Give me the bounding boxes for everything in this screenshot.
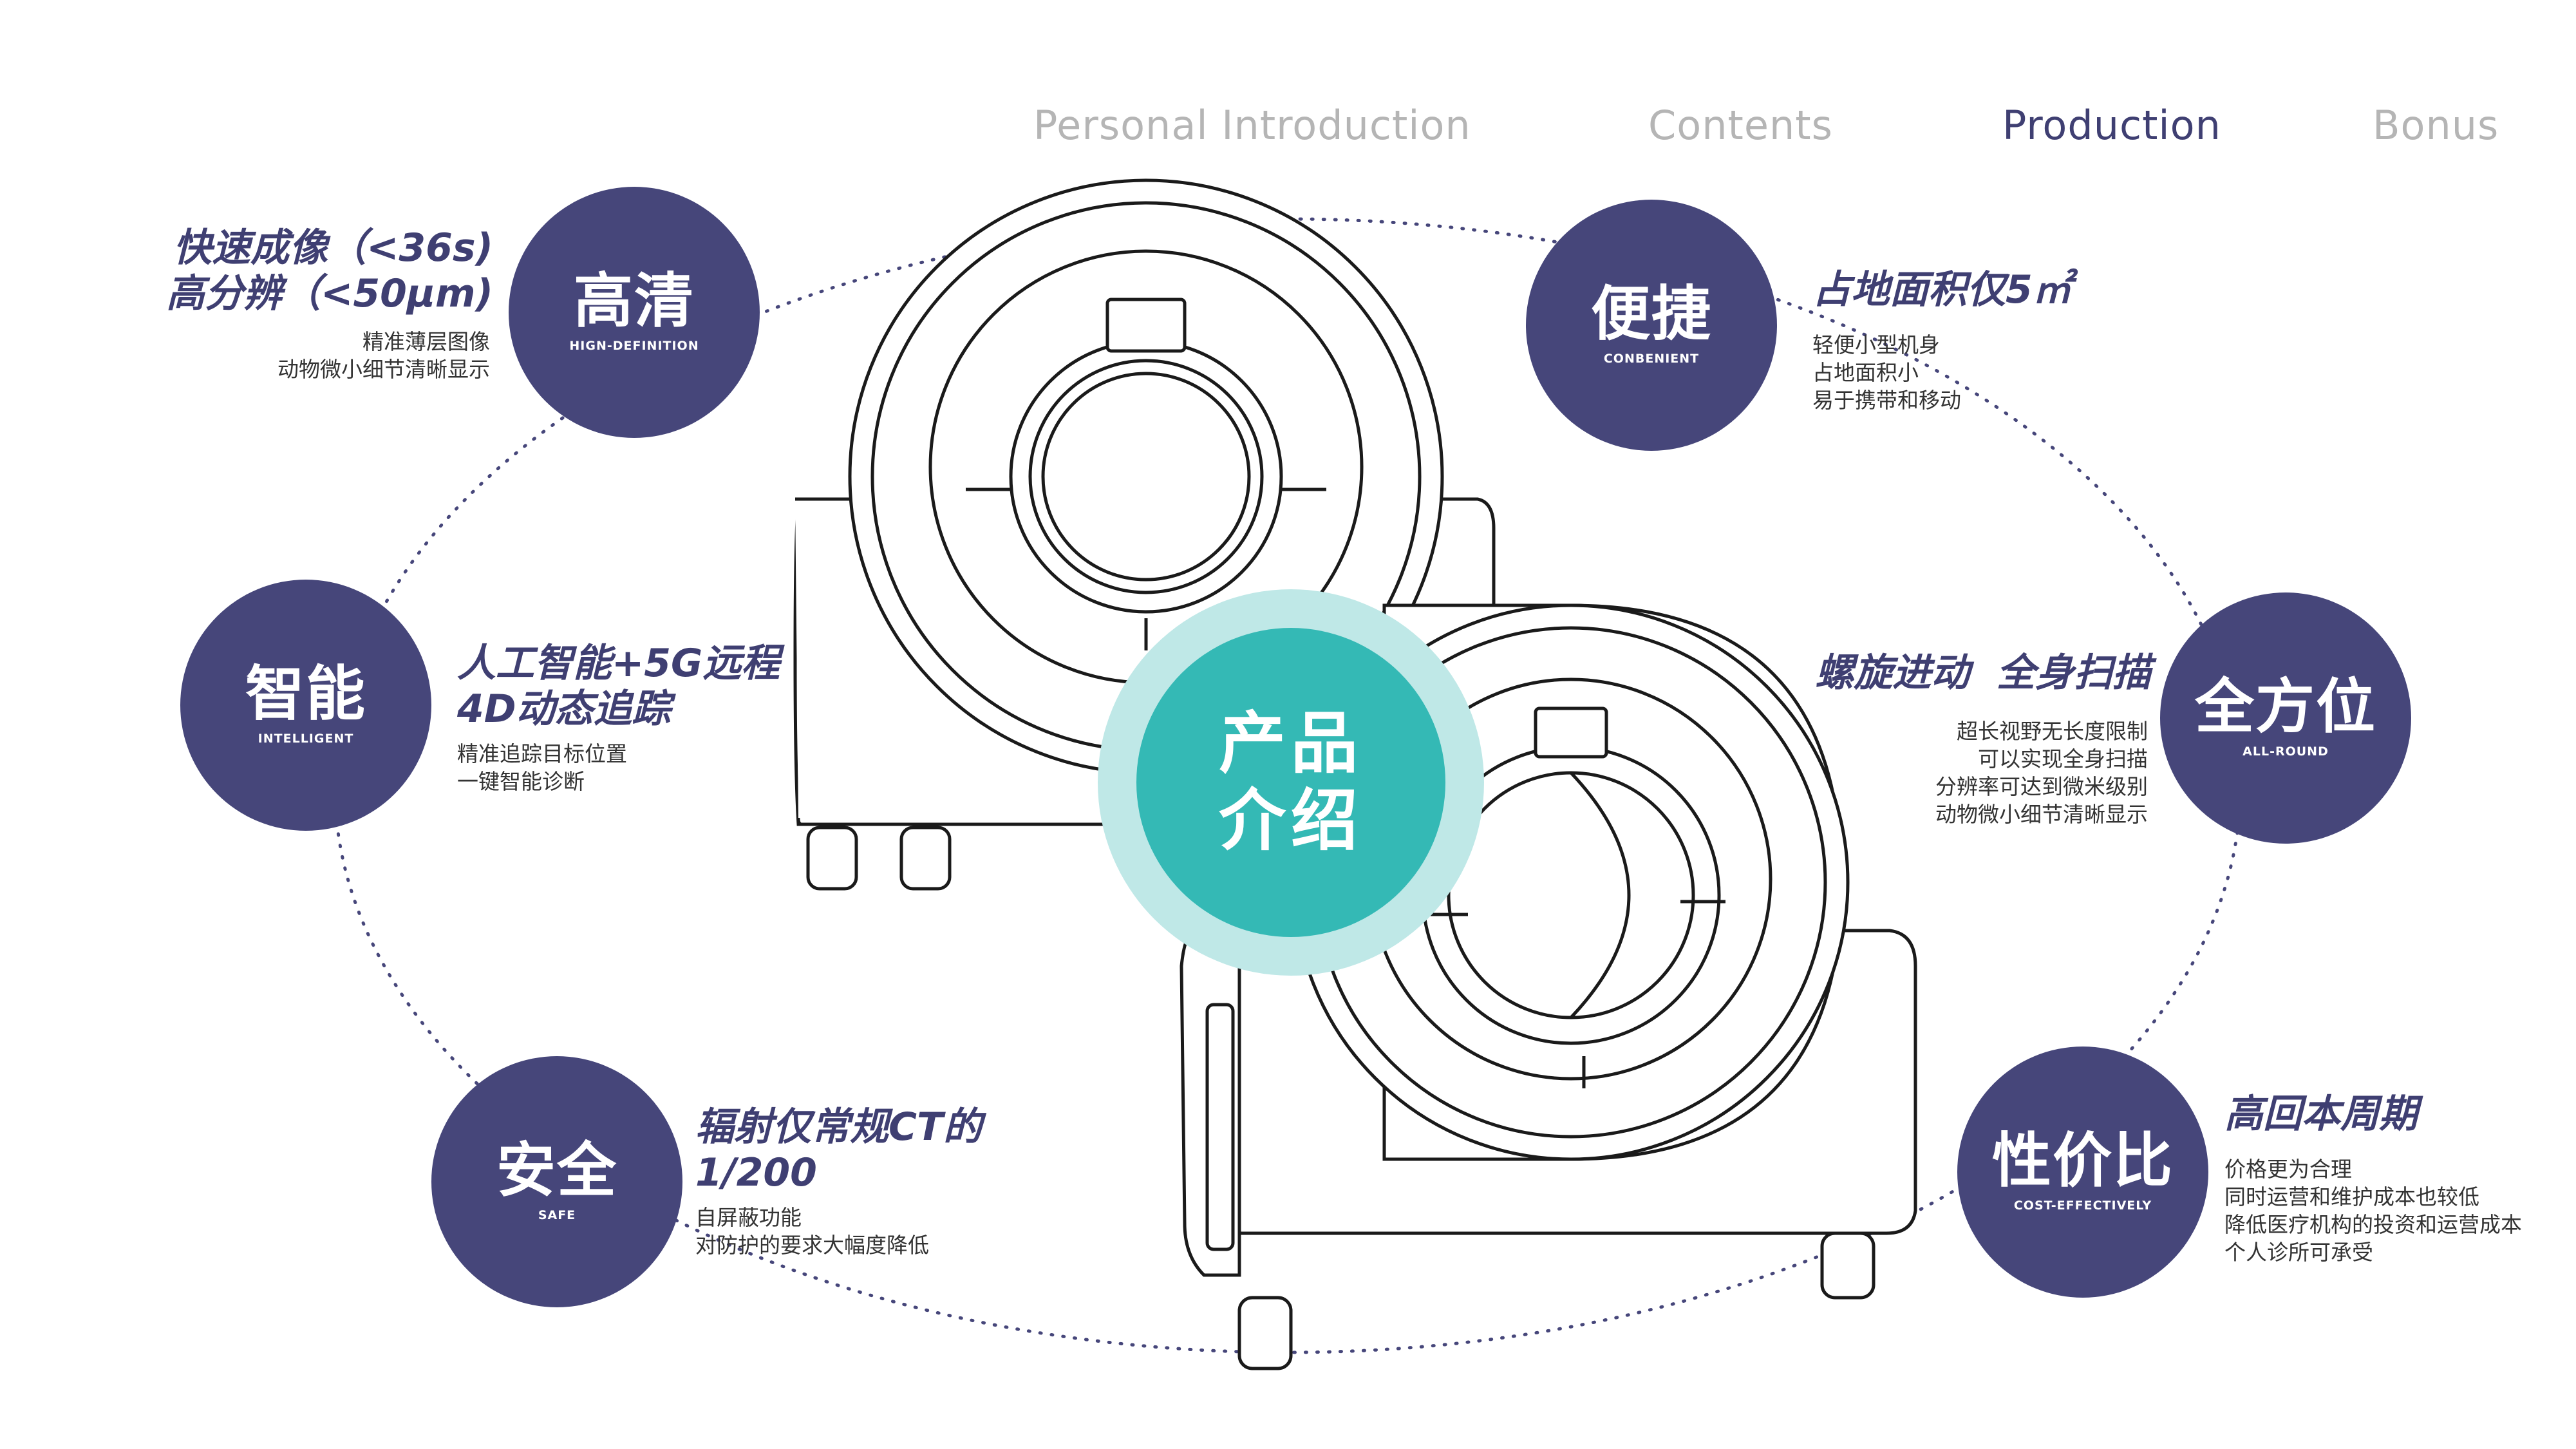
badge-smart-sublabel: INTELLIGENT — [258, 732, 354, 746]
feature-hd-title: 快速成像（<36s) 高分辨（<50μm) — [166, 225, 493, 317]
feature-allround-desc-line4: 动物微小细节清晰显示 — [1935, 801, 2148, 827]
feature-convenient-desc-line1: 轻便小型机身 — [1812, 332, 1940, 357]
feature-allround-desc: 超长视野无长度限制 可以实现全身扫描 分辨率可达到微米级别 动物微小细节清晰显示 — [1935, 718, 2148, 829]
feature-convenient-desc-line3: 易于携带和移动 — [1812, 387, 1961, 413]
feature-safe-desc-line1: 自屏蔽功能 — [695, 1205, 802, 1230]
feature-convenient-desc-line2: 占地面积小 — [1812, 359, 1919, 385]
badge-convenient-sublabel: CONBENIENT — [1603, 352, 1700, 366]
feature-cost-desc: 价格更为合理 同时运营和维护成本也较低 降低医疗机构的投资和运营成本 个人诊所可… — [2224, 1156, 2522, 1267]
feature-cost-desc-line1: 价格更为合理 — [2224, 1157, 2352, 1182]
badge-safe: 安全 SAFE — [431, 1056, 682, 1307]
feature-safe-title-line1: 辐射仅常规CT的 — [695, 1104, 982, 1150]
hero-title-line2: 介绍 — [1218, 781, 1363, 860]
feature-allround-desc-line1: 超长视野无长度限制 — [1957, 719, 2148, 744]
feature-allround-desc-line2: 可以实现全身扫描 — [1978, 746, 2148, 772]
feature-safe-title: 辐射仅常规CT的 1/200 — [695, 1104, 982, 1196]
feature-smart-title: 人工智能+5G远程 4D动态追踪 — [457, 641, 780, 732]
badge-cost: 性价比 COST-EFFECTIVELY — [1957, 1046, 2208, 1298]
nav-item-personal-introduction[interactable]: Personal Introduction — [1033, 102, 1471, 149]
feature-cost-desc-line3: 降低医疗机构的投资和运营成本 — [2224, 1211, 2522, 1237]
feature-cost-title: 高回本周期 — [2224, 1092, 2418, 1137]
hero-title-line1: 产品 — [1218, 704, 1363, 783]
feature-cost-desc-line4: 个人诊所可承受 — [2224, 1239, 2373, 1265]
badge-allround-sublabel: ALL-ROUND — [2242, 744, 2329, 759]
feature-safe-desc-line2: 对防护的要求大幅度降低 — [695, 1232, 929, 1258]
feature-allround-desc-line3: 分辨率可达到微米级别 — [1935, 773, 2148, 799]
badge-convenient-label: 便捷 — [1590, 279, 1712, 348]
badge-hd-label: 高清 — [573, 267, 695, 336]
badge-hd-sublabel: HIGN-DEFINITION — [569, 339, 699, 353]
badge-smart: 智能 INTELLIGENT — [180, 580, 431, 831]
feature-hd-title-line2: 高分辨（<50μm) — [166, 270, 493, 316]
feature-smart-desc: 精准追踪目标位置 一键智能诊断 — [457, 741, 627, 796]
feature-convenient-title: 占地面积仅5㎡ — [1812, 267, 2071, 312]
badge-allround: 全方位 ALL-ROUND — [2160, 592, 2411, 844]
badge-cost-label: 性价比 — [1991, 1126, 2174, 1195]
feature-safe-desc: 自屏蔽功能 对防护的要求大幅度降低 — [695, 1204, 929, 1260]
feature-allround-title: 螺旋进动 全身扫描 — [1815, 650, 2151, 696]
nav-item-production[interactable]: Production — [2002, 102, 2221, 149]
badge-convenient: 便捷 CONBENIENT — [1526, 200, 1777, 451]
feature-smart-title-line2: 4D动态追踪 — [457, 686, 671, 732]
badge-smart-label: 智能 — [245, 659, 366, 728]
badge-hd: 高清 HIGN-DEFINITION — [509, 187, 760, 438]
feature-safe-title-line2: 1/200 — [695, 1150, 817, 1195]
feature-hd-desc-line1: 精准薄层图像 — [362, 329, 490, 354]
nav-item-contents[interactable]: Contents — [1648, 102, 1833, 149]
hero-badge: 产品 介绍 — [1136, 628, 1445, 937]
badge-safe-label: 安全 — [496, 1136, 617, 1205]
feature-hd-desc-line2: 动物微小细节清晰显示 — [277, 356, 490, 382]
badge-safe-sublabel: SAFE — [538, 1208, 576, 1222]
feature-hd-title-line1: 快速成像（<36s) — [173, 225, 493, 270]
nav-item-bonus[interactable]: Bonus — [2373, 102, 2499, 149]
feature-smart-title-line1: 人工智能+5G远程 — [457, 641, 780, 686]
feature-smart-desc-line1: 精准追踪目标位置 — [457, 741, 627, 766]
badge-cost-sublabel: COST-EFFECTIVELY — [2013, 1198, 2152, 1213]
badge-allround-label: 全方位 — [2194, 672, 2376, 741]
feature-hd-desc: 精准薄层图像 动物微小细节清晰显示 — [277, 328, 490, 384]
feature-convenient-desc: 轻便小型机身 占地面积小 易于携带和移动 — [1812, 332, 1961, 415]
feature-smart-desc-line2: 一键智能诊断 — [457, 768, 585, 794]
feature-cost-desc-line2: 同时运营和维护成本也较低 — [2224, 1184, 2479, 1209]
